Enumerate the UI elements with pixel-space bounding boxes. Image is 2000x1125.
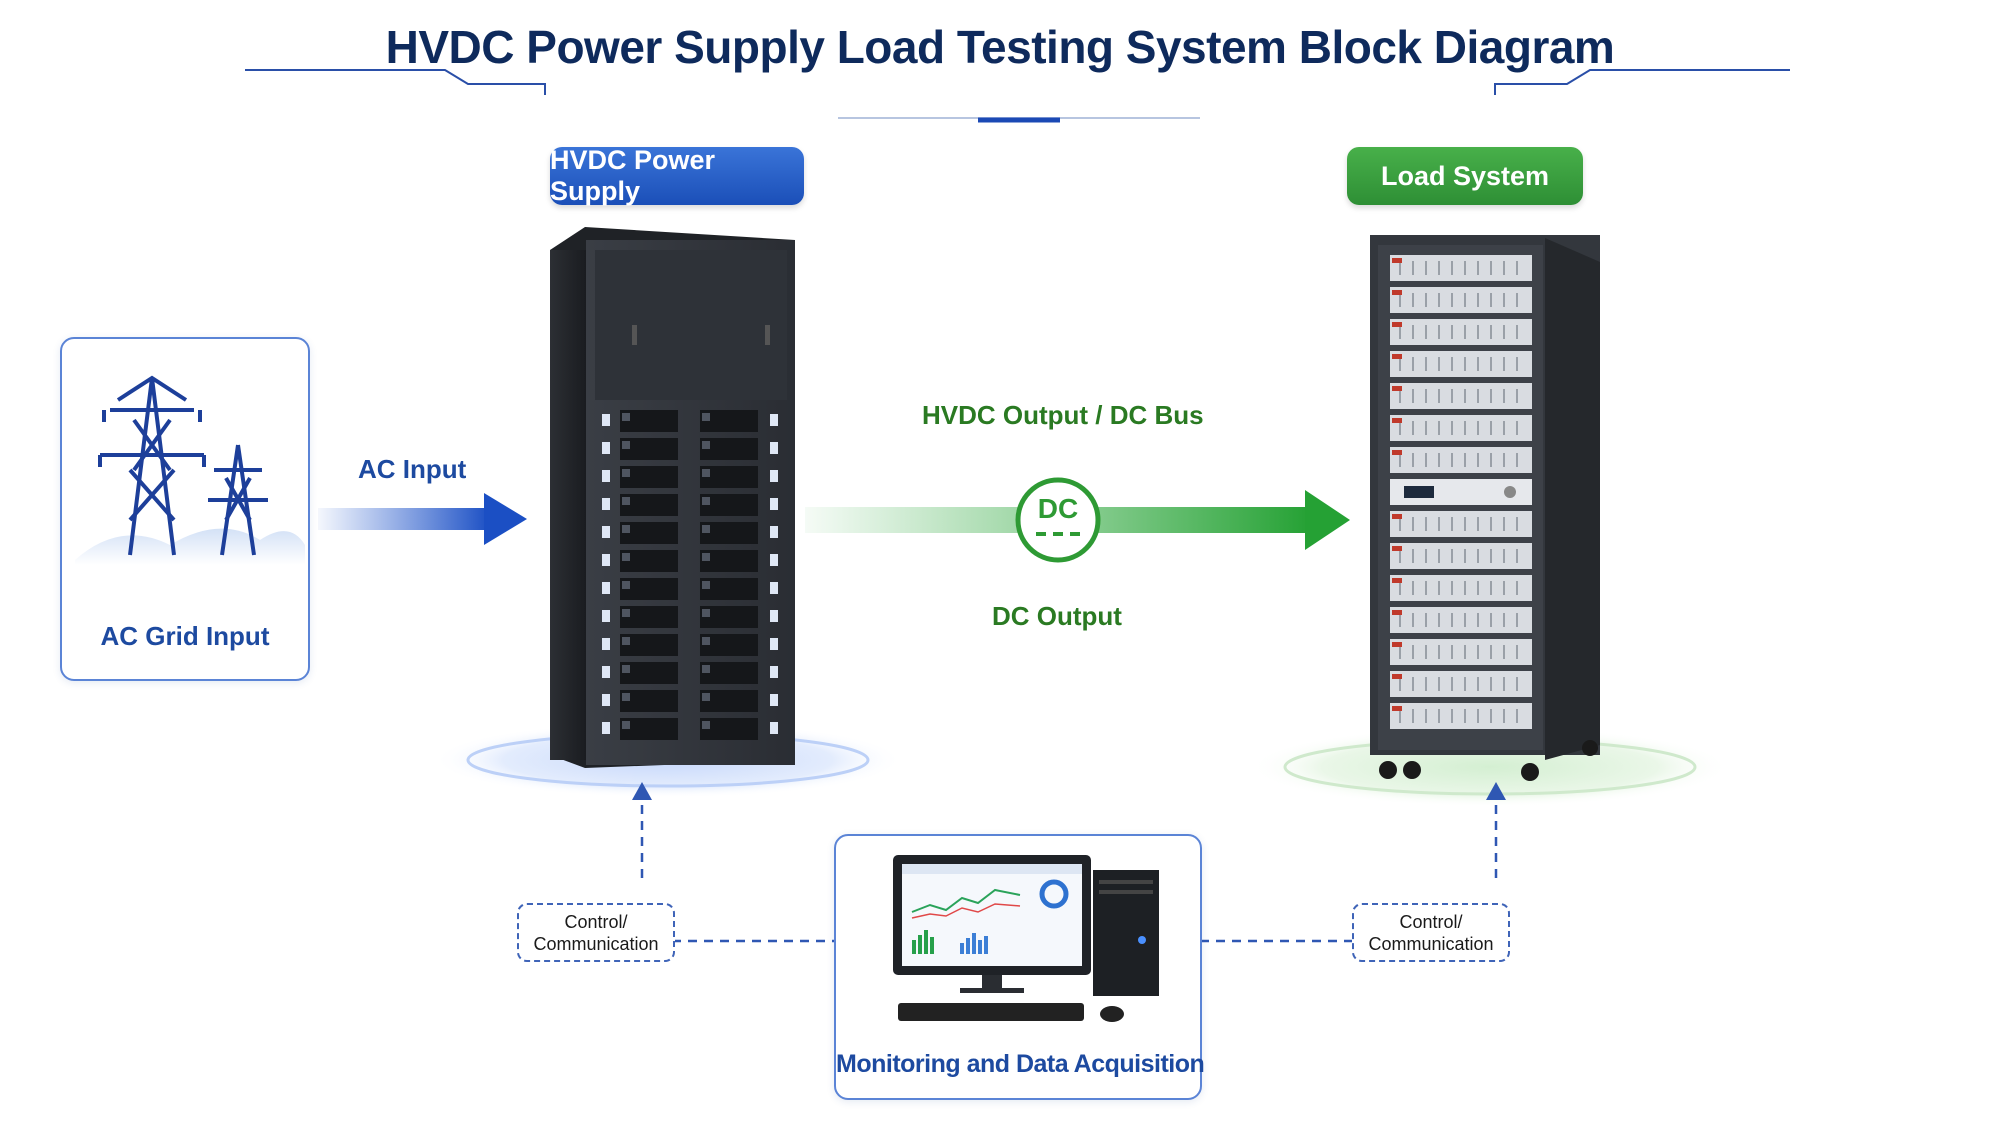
power-module xyxy=(700,438,758,460)
control-right-line2: Communication xyxy=(1368,933,1494,954)
monitoring-card: Monitoring and Data Acquisition xyxy=(834,834,1205,1100)
power-module xyxy=(700,606,758,628)
power-module xyxy=(620,550,678,572)
load-module xyxy=(1390,255,1532,281)
control-links xyxy=(640,795,1498,943)
dc-bus-label: HVDC Output / DC Bus xyxy=(922,400,1204,430)
power-tower-icon xyxy=(75,375,305,565)
load-rack-icon xyxy=(1370,235,1600,781)
load-module xyxy=(1390,511,1532,537)
title-decoration xyxy=(245,69,1790,123)
server-rack-icon xyxy=(550,227,795,768)
control-left-line1: Control/ xyxy=(564,911,628,932)
page-title: HVDC Power Supply Load Testing System Bl… xyxy=(385,21,1615,73)
dc-bus-arrow xyxy=(805,477,1350,563)
power-module xyxy=(620,466,678,488)
power-module xyxy=(700,466,758,488)
load-system-pill: Load System xyxy=(1347,147,1583,205)
load-module xyxy=(1390,639,1532,665)
power-module xyxy=(620,662,678,684)
power-module xyxy=(620,438,678,460)
load-module xyxy=(1390,383,1532,409)
up-arrow-left xyxy=(632,782,652,800)
control-communication-left: Control/ Communication xyxy=(517,903,675,962)
power-module xyxy=(620,522,678,544)
power-module xyxy=(700,494,758,516)
load-module xyxy=(1390,575,1532,601)
power-module xyxy=(700,690,758,712)
power-module xyxy=(620,718,678,740)
load-module xyxy=(1390,351,1532,377)
power-module xyxy=(620,494,678,516)
load-module xyxy=(1390,447,1532,473)
control-right-line1: Control/ xyxy=(1399,911,1463,932)
dc-output-label: DC Output xyxy=(992,601,1122,631)
power-module xyxy=(700,718,758,740)
load-module xyxy=(1390,671,1532,697)
ac-grid-label: AC Grid Input xyxy=(100,621,270,651)
load-module xyxy=(1390,543,1532,569)
ac-grid-card: AC Grid Input xyxy=(60,337,310,681)
load-module xyxy=(1390,703,1532,729)
power-module xyxy=(700,550,758,572)
load-module xyxy=(1390,415,1532,441)
power-module xyxy=(700,578,758,600)
power-module xyxy=(700,662,758,684)
monitoring-label: Monitoring and Data Acquisition xyxy=(836,1050,1205,1078)
power-module xyxy=(620,690,678,712)
control-left-line2: Communication xyxy=(533,933,659,954)
up-arrow-right xyxy=(1486,782,1506,800)
power-module xyxy=(620,606,678,628)
ac-input-arrow xyxy=(318,493,527,545)
power-module xyxy=(700,522,758,544)
power-module xyxy=(620,634,678,656)
ac-input-label: AC Input xyxy=(358,454,467,484)
computer-workstation-icon xyxy=(893,855,1159,1022)
dc-badge: DC xyxy=(1037,493,1079,524)
load-module xyxy=(1390,287,1532,313)
load-module xyxy=(1390,607,1532,633)
power-module xyxy=(620,578,678,600)
power-module xyxy=(700,410,758,432)
hvdc-supply-pill: HVDC Power Supply xyxy=(550,145,804,206)
power-module xyxy=(620,410,678,432)
load-module xyxy=(1390,319,1532,345)
control-communication-right: Control/ Communication xyxy=(1352,903,1510,962)
power-module xyxy=(700,634,758,656)
